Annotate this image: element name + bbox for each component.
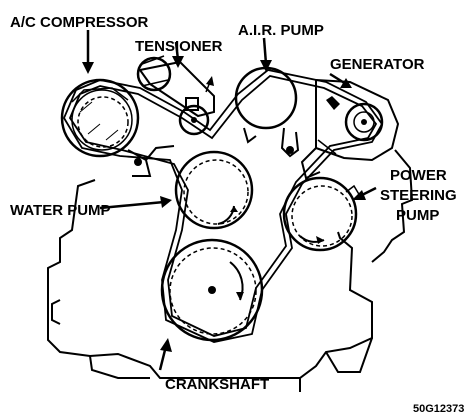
label-pump: PUMP (396, 207, 439, 224)
label-steering: STEERING (380, 187, 457, 204)
label-water-pump: WATER PUMP (10, 202, 111, 219)
label-crankshaft: CRANKSHAFT (165, 376, 269, 393)
engine-block-outline (47, 145, 414, 392)
air-pump (234, 66, 300, 158)
water-pump (174, 150, 254, 230)
tensioner (136, 55, 215, 136)
label-generator: GENERATOR (330, 56, 425, 73)
label-ac-compressor: A/C COMPRESSOR (10, 14, 149, 31)
label-power: POWER (390, 167, 447, 184)
callout-arrows (82, 30, 377, 371)
label-air-pump: A.I.R. PUMP (238, 22, 324, 39)
power-steering-pump (282, 176, 361, 252)
serpentine-belt (62, 69, 384, 343)
figure-code: 50G12373 (413, 403, 464, 415)
label-tensioner: TENSIONER (135, 38, 223, 55)
